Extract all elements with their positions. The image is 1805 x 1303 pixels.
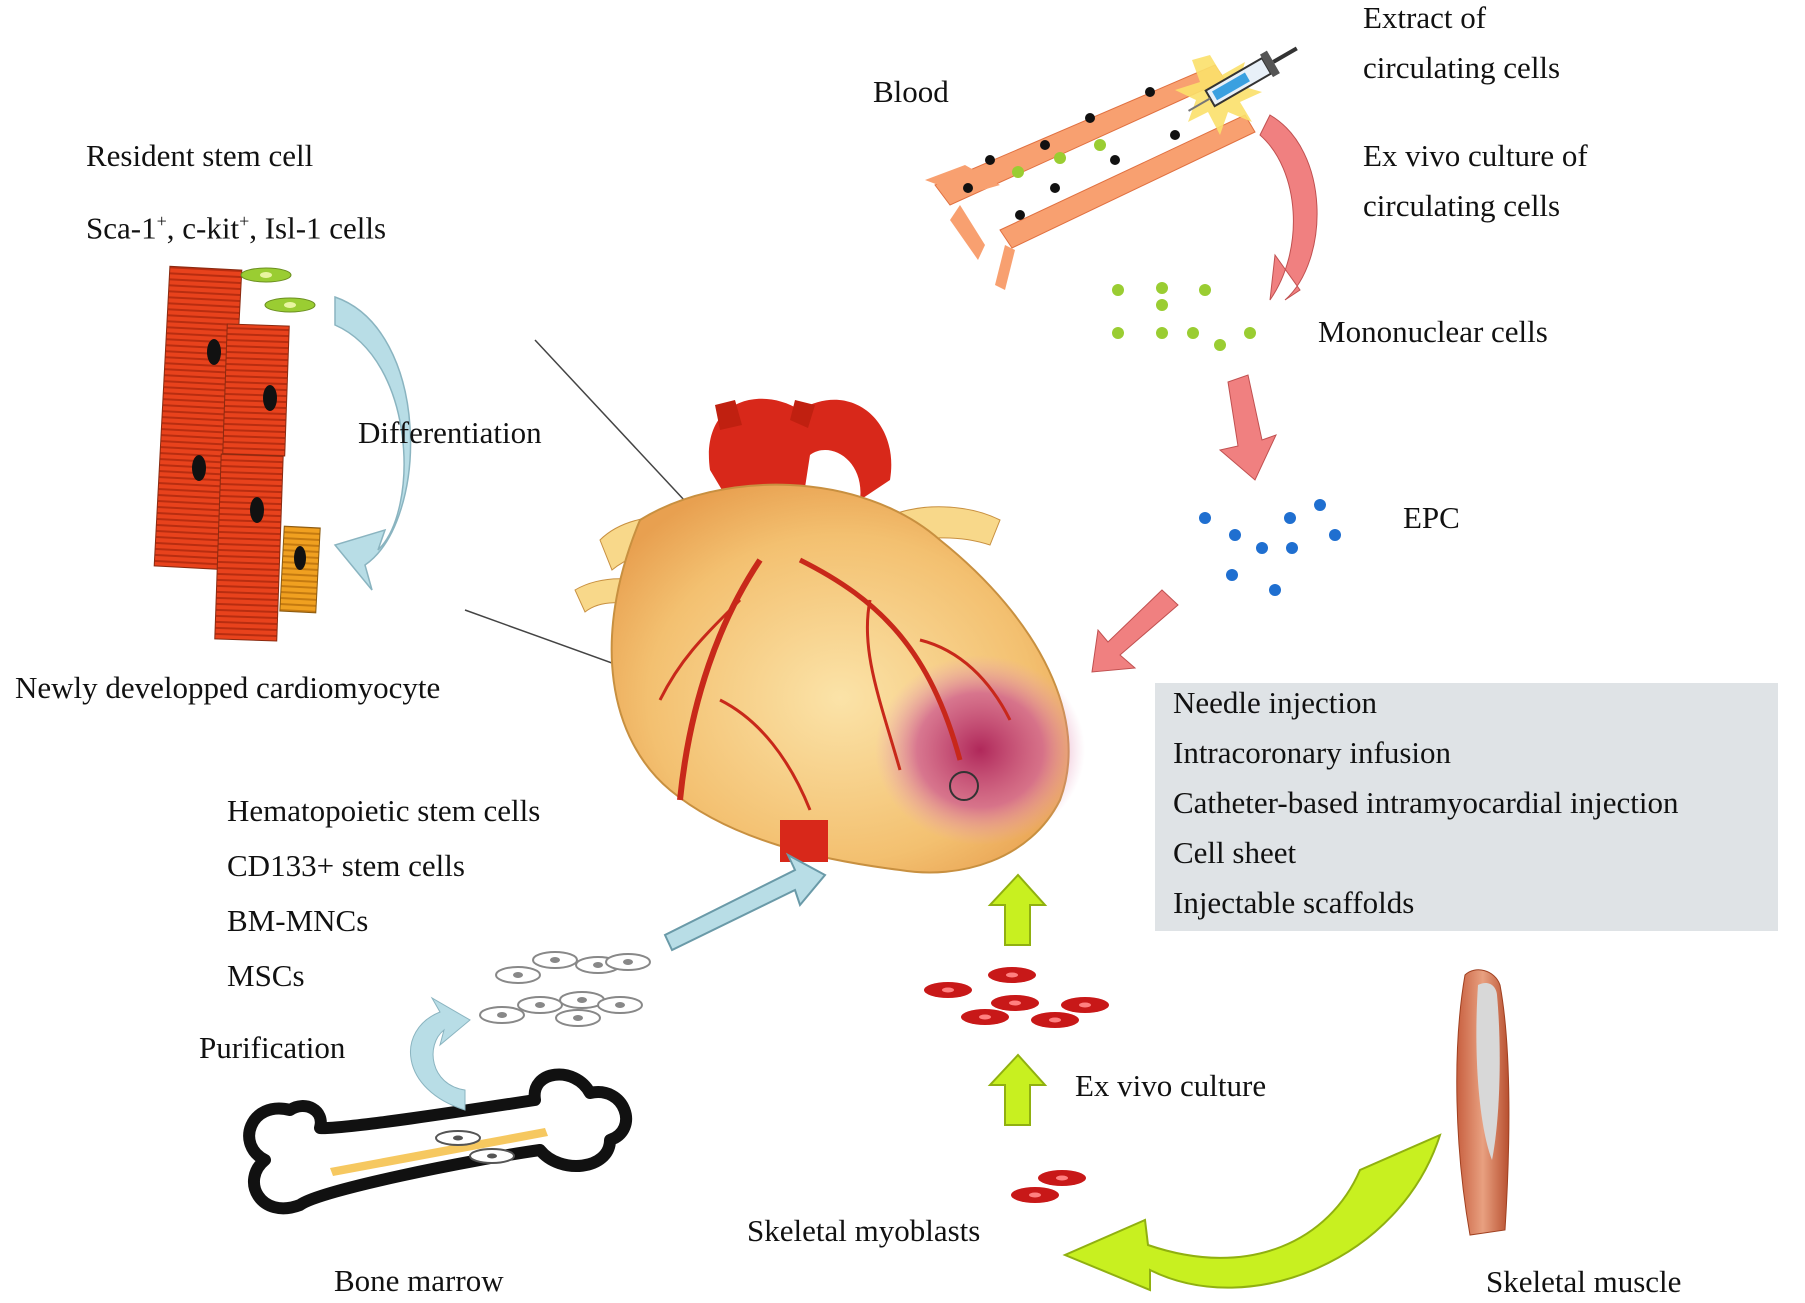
differentiation-arrow <box>333 295 412 591</box>
epc-cells <box>1199 499 1341 596</box>
label-mononuclear-cells: Mononuclear cells <box>1318 314 1548 349</box>
myoblast-to-heart-arrow <box>987 873 1048 946</box>
cardiomyocyte-stack <box>153 265 290 642</box>
delivery-method-item: Injectable scaffolds <box>1173 885 1415 920</box>
label-cd133: CD133+ stem cells <box>227 848 465 883</box>
culture-up-arrow <box>987 1053 1048 1126</box>
resident-stem-cells <box>240 267 316 313</box>
bone-illustration <box>243 1068 633 1215</box>
label-exvivo-circulating-line2: circulating cells <box>1363 188 1561 223</box>
purification-arrow <box>409 996 471 1111</box>
label-blood: Blood <box>873 74 949 109</box>
label-skeletal-myoblasts: Skeletal myoblasts <box>747 1213 981 1248</box>
culture-curved-arrow <box>1259 114 1318 301</box>
delivery-method-item: Cell sheet <box>1173 835 1297 870</box>
myoblasts-cultured <box>924 967 1109 1028</box>
label-hematopoietic: Hematopoietic stem cells <box>227 793 541 828</box>
skeletal-muscle-illustration <box>1456 969 1510 1236</box>
bm-to-heart-arrow <box>663 852 827 952</box>
label-newly-developed-cardiomyocyte: Newly developped cardiomyocyte <box>15 670 441 705</box>
myoblasts-raw <box>1011 1170 1086 1203</box>
delivery-methods-box: Needle injection Intracoronary infusion … <box>1155 683 1778 931</box>
label-extract-line1: Extract of <box>1363 0 1487 35</box>
label-epc: EPC <box>1403 500 1460 535</box>
label-extract-line2: circulating cells <box>1363 50 1561 85</box>
delivery-method-item: Intracoronary infusion <box>1173 735 1452 770</box>
label-differentiation: Differentiation <box>358 415 542 450</box>
delivery-method-item: Needle injection <box>1173 685 1377 720</box>
label-ex-vivo-culture: Ex vivo culture <box>1075 1068 1267 1103</box>
label-resident-markers: Sca-1+, c-kit+, Isl-1 cells <box>86 210 387 246</box>
new-cardiomyocyte <box>279 525 321 614</box>
muscle-to-myoblast-arrow <box>1062 1133 1442 1292</box>
mononuclear-to-epc-arrow <box>1218 374 1277 481</box>
label-bm-mncs: BM-MNCs <box>227 903 369 938</box>
label-bone-marrow: Bone marrow <box>334 1263 504 1298</box>
delivery-method-item: Catheter-based intramyocardial injection <box>1173 785 1679 820</box>
blood-vessel <box>925 46 1298 290</box>
bm-stem-cells <box>479 951 651 1027</box>
label-mscs: MSCs <box>227 958 305 993</box>
label-resident-stem-cell: Resident stem cell <box>86 138 314 173</box>
epc-to-heart-arrow <box>1091 589 1179 673</box>
mononuclear-cells <box>1112 282 1256 351</box>
label-purification: Purification <box>199 1030 346 1065</box>
label-skeletal-muscle: Skeletal muscle <box>1486 1264 1682 1299</box>
heart-illustration <box>574 398 1085 874</box>
label-exvivo-circulating-line1: Ex vivo culture of <box>1363 138 1588 173</box>
